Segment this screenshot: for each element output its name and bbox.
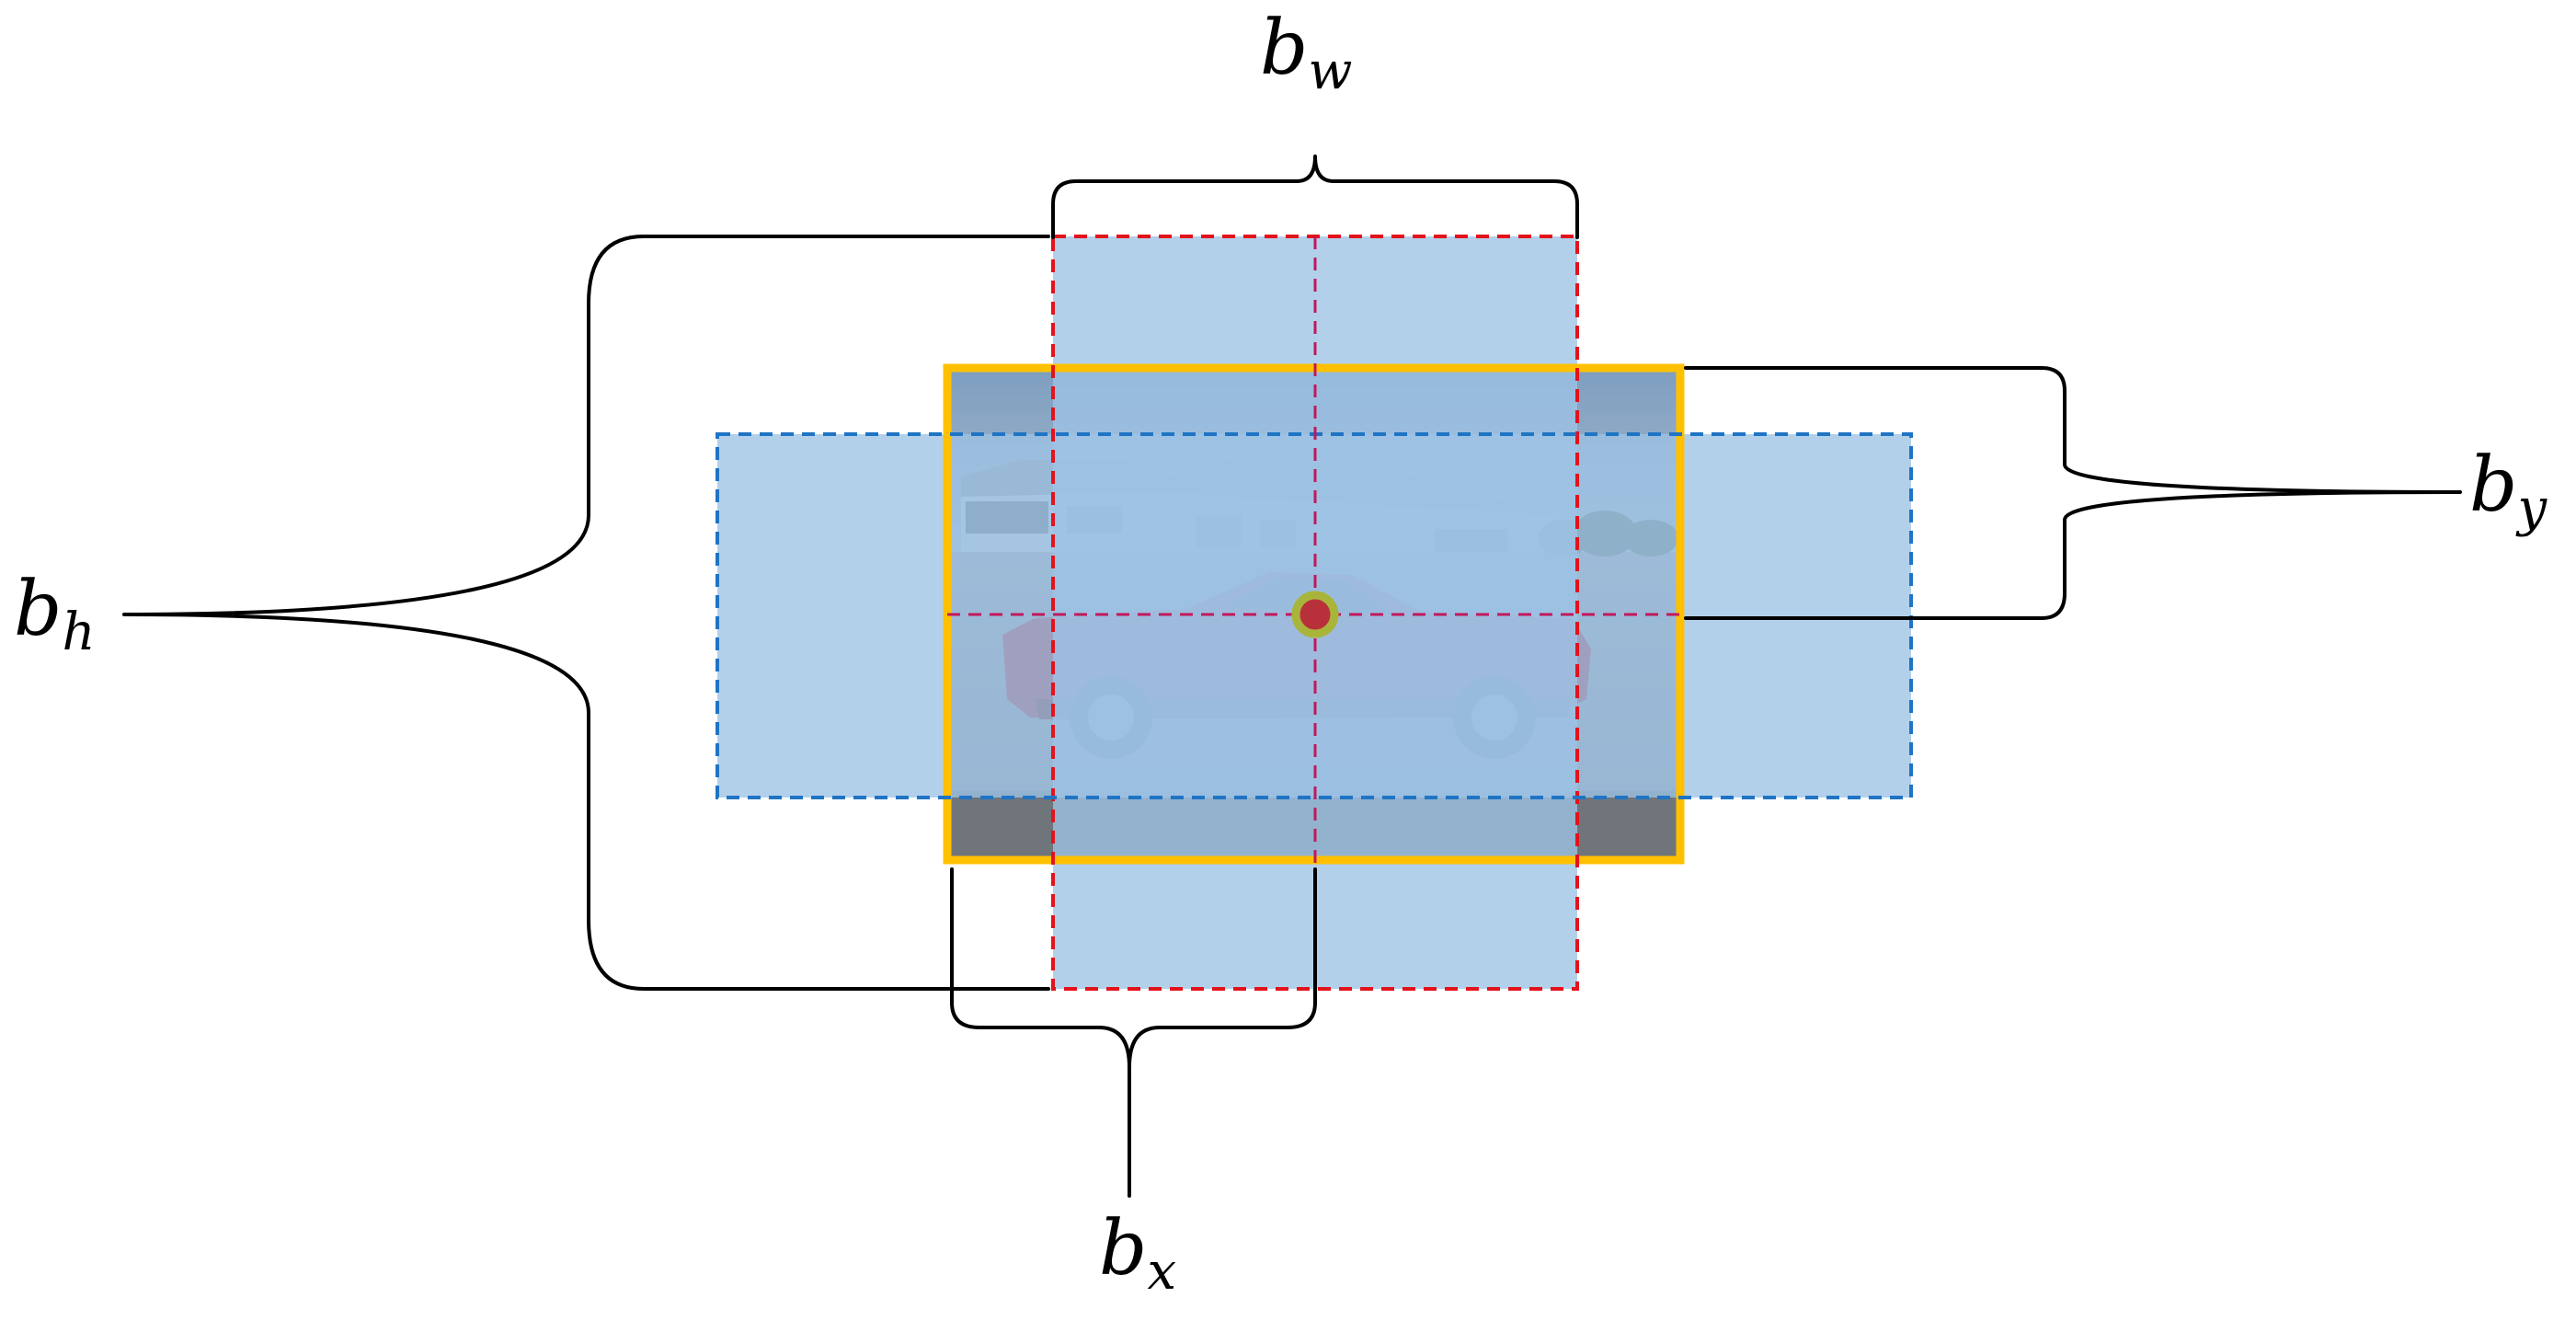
bx-sub: x bbox=[1148, 1242, 1177, 1302]
bw-base: b bbox=[1260, 5, 1309, 92]
bh-label: bh bbox=[14, 566, 96, 662]
center-point-marker bbox=[1291, 591, 1339, 638]
bh-base: b bbox=[14, 566, 63, 653]
bw-sub: w bbox=[1309, 41, 1353, 101]
y-center-brace bbox=[1684, 366, 2462, 620]
by-sub: y bbox=[2515, 478, 2548, 538]
height-brace bbox=[122, 235, 1050, 991]
bx-base: b bbox=[1099, 1205, 1148, 1292]
bw-label: bw bbox=[1260, 5, 1352, 101]
by-base: b bbox=[2469, 442, 2518, 529]
x-center-brace bbox=[950, 867, 1317, 1198]
bx-label: bx bbox=[1099, 1205, 1176, 1302]
bh-sub: h bbox=[63, 603, 96, 662]
width-brace bbox=[1051, 155, 1579, 239]
by-label: by bbox=[2469, 442, 2548, 538]
